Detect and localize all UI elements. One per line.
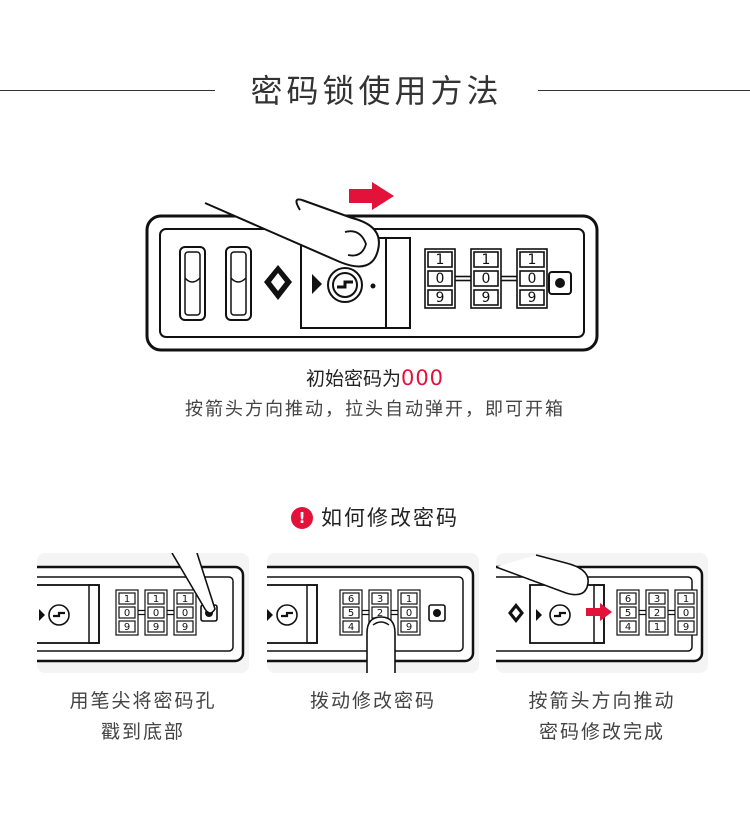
initial-code-prefix: 初始密码为 <box>305 368 401 390</box>
initial-code-caption: 初始密码为000 <box>0 364 750 391</box>
dial-digit: 1 <box>436 252 445 268</box>
dial-digit: 9 <box>406 622 412 633</box>
dial-digit: 5 <box>348 608 354 619</box>
step-2-illustration: 6 5 4 3 2 11 0 9 <box>267 565 475 673</box>
dial-column[interactable]: 1 0 9 <box>115 589 139 636</box>
combination-dials: 1 0 9 1 0 9 1 0 9 <box>424 248 548 309</box>
dial-column[interactable]: 1 0 9 <box>516 248 548 309</box>
dial-column[interactable]: 1 0 9 <box>470 248 502 309</box>
dial-column[interactable]: 6 5 4 <box>339 589 363 636</box>
dial-column[interactable]: 3 2 1 <box>645 589 669 636</box>
title-row: 密码锁使用方法 <box>0 66 750 116</box>
dial-column[interactable]: 1 0 9 <box>397 589 421 636</box>
dial-digit: 9 <box>153 622 159 633</box>
dial-digit: 0 <box>124 608 130 619</box>
dial-digit: 0 <box>153 608 159 619</box>
step-1-line-1: 用笔尖将密码孔 <box>69 690 217 712</box>
open-instructions: 按箭头方向推动，拉头自动弹开，即可开箱 <box>185 399 565 420</box>
dial-digit: 0 <box>683 608 689 619</box>
step-2-line-1: 拨动修改密码 <box>309 690 436 712</box>
step-3-line-1: 按箭头方向推动 <box>528 690 676 712</box>
dial-digit: 1 <box>182 594 188 605</box>
dial-digit: 6 <box>625 594 631 605</box>
dial-digit: 1 <box>406 594 412 605</box>
dial-digit: 1 <box>124 594 130 605</box>
dial-digit: 5 <box>625 608 631 619</box>
step-3-panel: 6 5 4 3 2 1 1 0 9 <box>496 553 708 673</box>
push-arrow-icon <box>349 182 394 210</box>
initial-code-value: 000 <box>400 366 445 390</box>
zipper-slot-left <box>179 246 206 321</box>
dial-digit: 0 <box>406 608 412 619</box>
dial-digit: 9 <box>482 290 491 306</box>
step-1-panel: 1 0 9 1 0 9 1 0 9 <box>37 553 249 673</box>
title-divider-right <box>538 90 750 91</box>
step-1-illustration: 1 0 9 1 0 9 1 0 9 <box>37 553 245 663</box>
dial-column[interactable]: 1 0 9 <box>144 589 168 636</box>
how-to-change-heading: ! 如何修改密码 <box>0 502 750 532</box>
dial-digit: 4 <box>625 622 631 633</box>
finger-icon <box>204 198 380 268</box>
dial-digit: 1 <box>153 594 159 605</box>
dial-digit: 4 <box>348 622 354 633</box>
step-1-line-2: 戳到底部 <box>100 721 185 743</box>
dial-digit: 6 <box>348 594 354 605</box>
dial-digit: 0 <box>182 608 188 619</box>
dial-digit: 0 <box>482 271 491 287</box>
dial-column[interactable]: 6 5 4 <box>616 589 640 636</box>
how-to-change-title: 如何修改密码 <box>321 506 459 530</box>
page-title: 密码锁使用方法 <box>250 72 503 110</box>
dial-digit: 9 <box>124 622 130 633</box>
tsa-diamond-icon <box>264 265 292 300</box>
dial-column[interactable]: 1 0 9 <box>173 589 197 636</box>
dial-column[interactable]: 1 0 9 <box>424 248 456 309</box>
step-3-illustration: 6 5 4 3 2 1 1 0 9 <box>496 554 704 663</box>
dial-digit: 1 <box>683 594 689 605</box>
step-2-panel: 6 5 4 3 2 11 0 9 <box>267 553 479 673</box>
dial-digit: 2 <box>377 608 383 619</box>
dial-digit: 1 <box>482 252 491 268</box>
dial-digit: 0 <box>436 271 445 287</box>
dial-digit: 3 <box>654 594 660 605</box>
dial-digit: 2 <box>654 608 660 619</box>
zipper-slot-right <box>225 246 252 321</box>
title-divider-left <box>0 90 215 91</box>
dial-digit: 9 <box>436 290 445 306</box>
dial-digit: 3 <box>377 594 383 605</box>
dial-digit: 9 <box>182 622 188 633</box>
button-arrow-icon <box>312 274 322 294</box>
dial-column[interactable]: 1 0 9 <box>674 589 698 636</box>
dial-digit: 9 <box>683 622 689 633</box>
hero-lock-illustration: 1 0 9 1 0 9 1 0 9 <box>145 182 599 352</box>
key-hole-icon <box>327 267 363 303</box>
step-2-label: 拨动修改密码 <box>267 686 479 717</box>
dial-digit: 0 <box>528 271 537 287</box>
step-3-line-2: 密码修改完成 <box>538 721 665 743</box>
dial-digit: 1 <box>654 622 660 633</box>
step-3-label: 按箭头方向推动 密码修改完成 <box>496 686 708 748</box>
step-1-label: 用笔尖将密码孔 戳到底部 <box>37 686 249 748</box>
dial-digit: 1 <box>528 252 537 268</box>
dial-digit: 9 <box>528 290 537 306</box>
warning-icon: ! <box>291 507 313 529</box>
